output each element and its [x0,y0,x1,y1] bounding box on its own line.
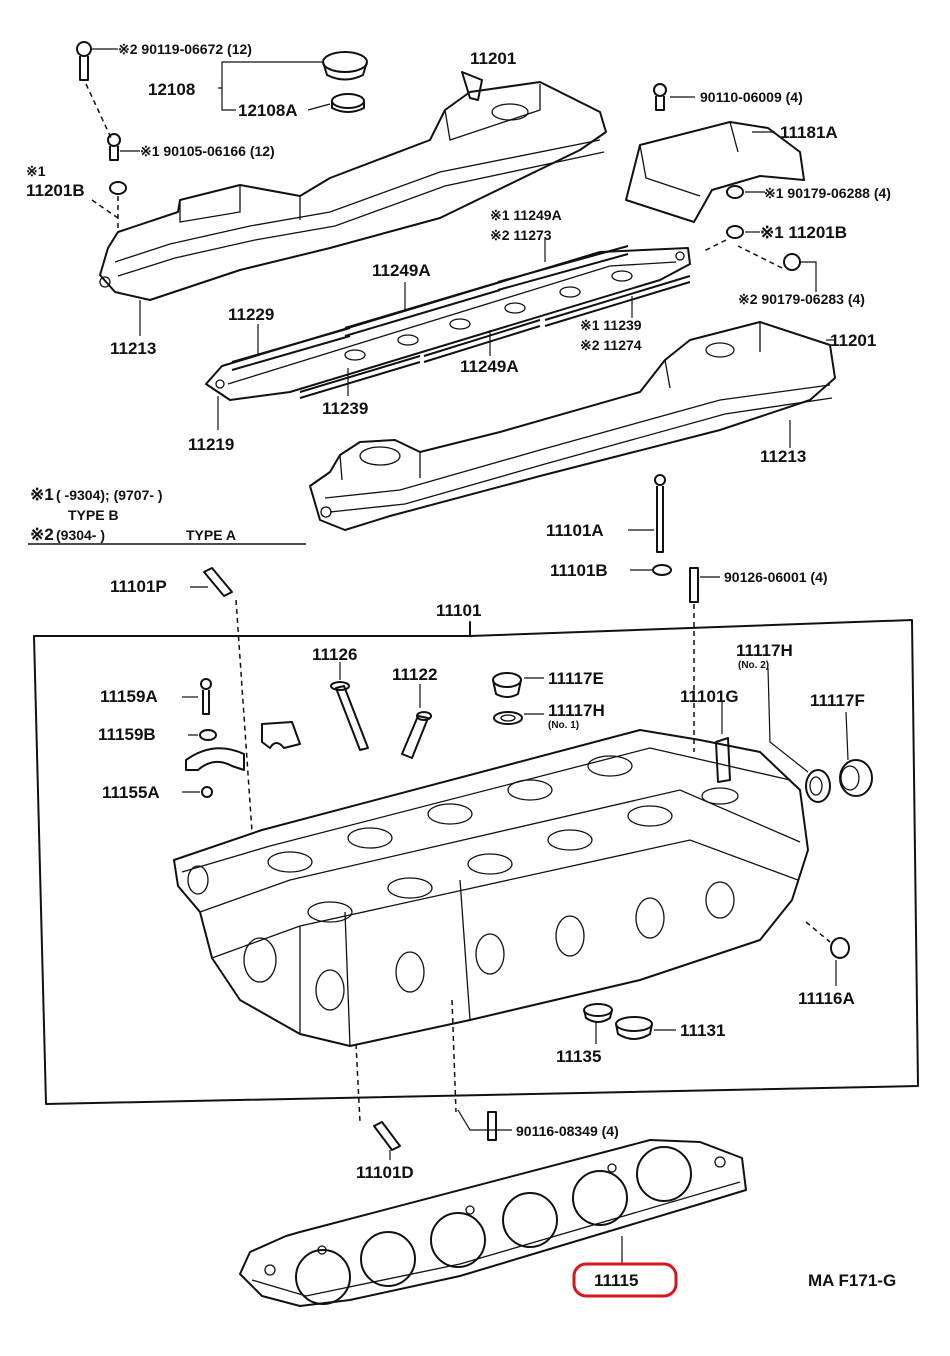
cylinder-head-cover-left [99,71,607,301]
label-11219: 11219 [188,435,234,454]
label-11229: 11229 [228,305,274,324]
legend-note2-type: TYPE A [186,527,236,543]
label-11201-right: 11201 [830,331,876,350]
label-11274: ※2 11274 [580,337,642,353]
label-90116-08349: 90116-08349 (4) [516,1123,619,1139]
label-11101: 11101 [436,601,481,620]
label-11181A: 11181A [780,123,838,142]
part-labels: ※2 90119-06672 (12) 12108 12108A 11201 ※… [26,41,896,1290]
cylinder-head-gasket-11115 [239,1139,747,1307]
label-11249A-top: ※1 11249A [490,207,562,223]
diagram-code: MA F171-G [808,1271,896,1290]
label-11117E: 11117E [548,669,604,688]
label-90179-06288: ※1 90179-06288 (4) [764,185,891,201]
bolt-90105-06166 [107,133,140,161]
bolt-11159A [182,678,212,715]
pin-11155A [182,786,213,798]
cylinder-head-subassembly-frame [33,619,919,1105]
highlight-outline [572,1262,678,1298]
label-11155A: 11155A [102,783,160,802]
label-11101B: 11101B [550,561,608,580]
legend-note2-range: (9304- ) [56,527,105,543]
label-11249A-mid: 11249A [372,261,431,280]
label-11116A: 11116A [798,989,855,1008]
label-11115[interactable]: 11115 [594,1271,638,1290]
pipe-11101G [715,702,731,783]
label-11135: 11135 [556,1047,601,1066]
grommet-90179-06288 [726,185,765,199]
label-11239-right: ※1 11239 [580,317,642,333]
label-90179-06283: ※2 90179-06283 (4) [738,291,865,307]
bolt-90119-06672 [76,41,118,141]
washer-11159B [188,729,217,741]
plug-11116A [805,921,850,986]
valve-seat-11135 [583,1003,613,1044]
label-11117H-no1-sub: (No. 1) [548,720,579,731]
plug-11117H-no1 [493,711,544,725]
label-11101P: 11101P [110,577,167,596]
timing-belt-cover-11181A [625,121,805,223]
plug-11117E [492,672,544,698]
label-11101G: 11101G [680,687,739,706]
valve-stem-seal-11131 [615,1016,676,1040]
label-11117H-no1: 11117H [548,701,605,720]
stud-90126-06001 [689,567,720,752]
legend-note2-mark: ※2 [30,525,54,544]
grommet-11201B-right [701,225,760,253]
label-11117H-no2: 11117H [736,641,793,660]
label-90126-06001: 90126-06001 (4) [724,569,828,585]
label-11131: 11131 [680,1021,725,1040]
label-11201-top: 11201 [470,49,516,68]
label-11239-low: 11239 [322,399,368,418]
label-90105-06166: ※1 90105-06166 (12) [140,143,275,159]
stud-90116-08349 [457,1109,512,1141]
camshaft-bearing-caps [185,721,301,771]
plug-11117H-no2 [767,667,831,803]
label-11213-left: 11213 [110,339,156,358]
grommet-11201B-left [91,181,127,228]
legend-note1-mark: ※1 [30,485,54,504]
label-12108: 12108 [148,80,195,99]
washer-11101B [630,564,672,576]
label-11201B-left: 11201B [26,181,85,200]
label-11201B-left-mark: ※1 [26,163,46,179]
valve-guide-11126 [330,662,369,751]
dowel-lines [355,999,457,1123]
label-11213-right: 11213 [760,447,806,466]
label-11249A-low: 11249A [460,357,519,376]
gasket-strips-11249A [231,245,691,399]
label-11126: 11126 [312,645,357,664]
pin-11101D [373,1121,401,1160]
highlighted-part-callout[interactable]: 11115 [572,1262,678,1298]
legend-note1-type: TYPE B [68,507,119,523]
oil-filler-cap-12108 [218,51,368,113]
label-11122: 11122 [392,665,437,684]
cylinder-head-cover-right [309,321,836,531]
label-90110-06009: 90110-06009 (4) [700,89,803,105]
stud-11101P [190,567,253,833]
label-11201B-right: ※1 11201B [760,223,847,242]
label-12108A: 12108A [238,101,298,120]
bolt-11101A [628,474,666,553]
valve-guide-11122 [401,684,432,759]
label-11101D: 11101D [356,1163,414,1182]
bolt-90110-06009 [653,83,695,111]
label-11159B: 11159B [98,725,156,744]
legend-note1-range: ( -9304); (9707- ) [56,487,163,503]
label-90119-06672: ※2 90119-06672 (12) [118,41,252,57]
label-11117F: 11117F [810,691,865,710]
label-11117H-no2-sub: (No. 2) [738,660,769,671]
grommet-90179-06283 [737,245,817,292]
label-11273: ※2 11273 [490,227,552,243]
label-11101A: 11101A [546,521,604,540]
plug-11117F [839,711,873,797]
cylinder-head-body [173,729,809,1047]
gasket-leaders [217,238,633,430]
label-11159A: 11159A [100,687,158,706]
